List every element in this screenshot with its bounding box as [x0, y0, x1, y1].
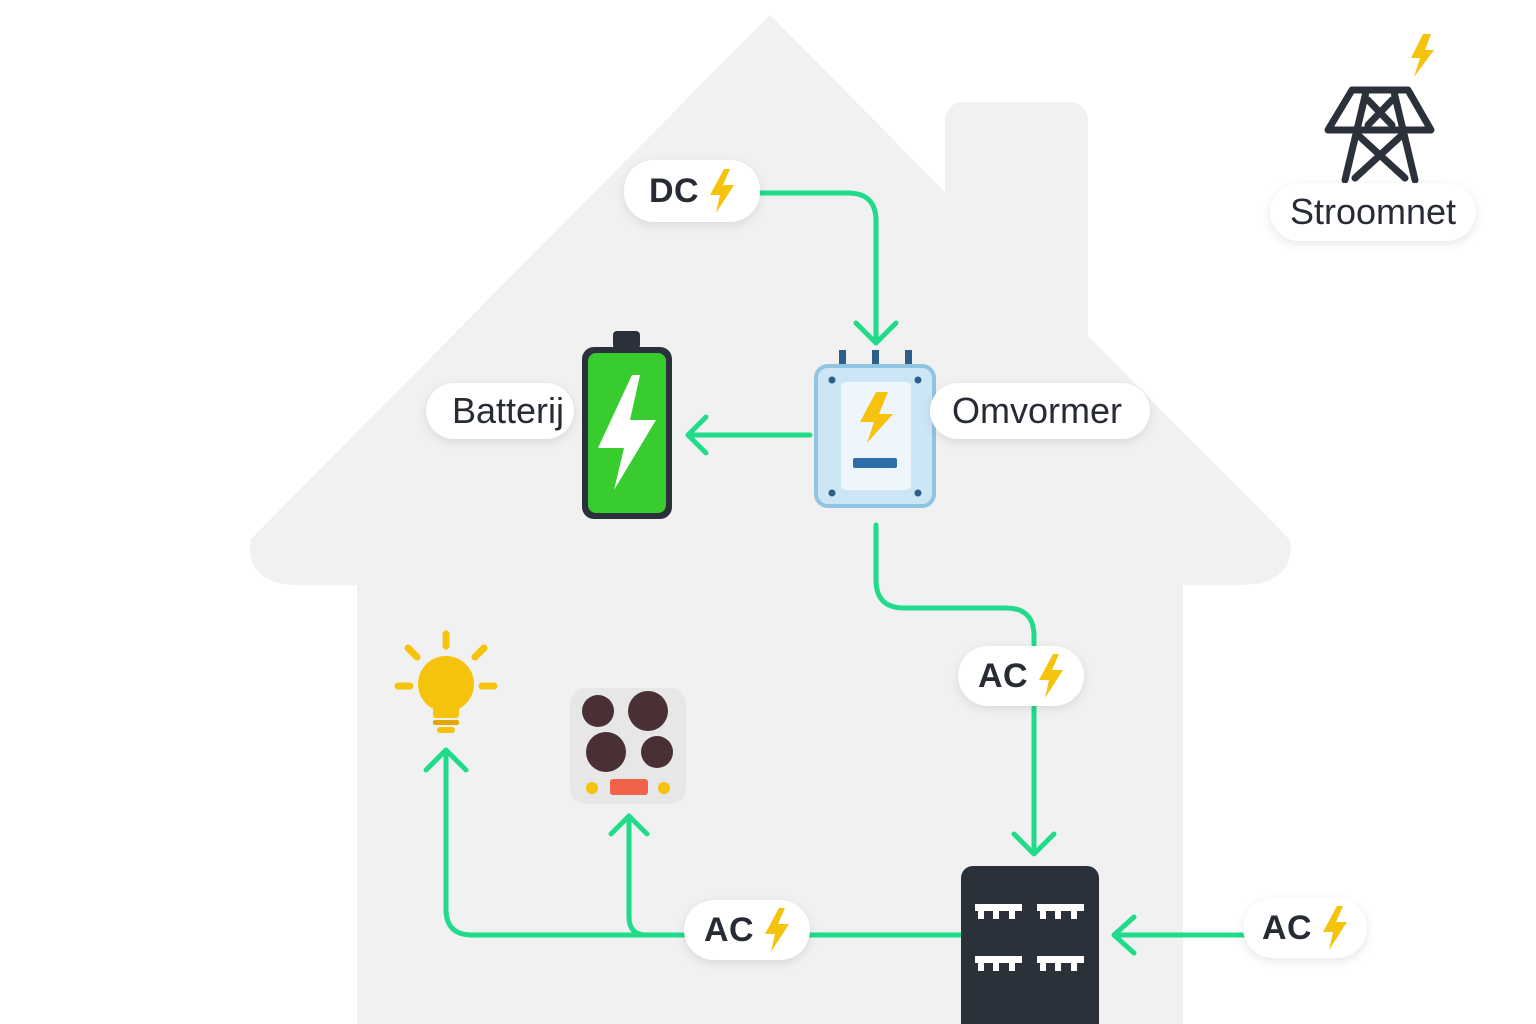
ac-label-inverter-text: AC	[977, 656, 1029, 695]
house-silhouette	[249, 15, 1291, 1024]
grid-arrowhead	[1111, 914, 1137, 956]
lightning-bolt-icon	[765, 908, 790, 952]
inverter-label: Omvormer	[930, 383, 1150, 439]
battery-icon	[582, 331, 672, 519]
battery-label: Batterij	[426, 383, 574, 439]
dc-flow-line	[757, 190, 879, 346]
ac-label-house: AC	[684, 900, 810, 960]
inverter-icon	[814, 350, 936, 508]
fuse-box-icon	[961, 866, 1099, 1024]
meter-arrowhead	[1011, 831, 1057, 857]
lightning-bolt-icon	[1039, 654, 1064, 698]
inverter-to-meter-line	[873, 522, 1037, 855]
ac-label-grid: AC	[1243, 898, 1367, 958]
stove-branch-line	[626, 813, 658, 938]
stove-arrowhead	[608, 813, 650, 837]
ac-label-house-text: AC	[703, 910, 755, 949]
dc-label-text: DC	[648, 171, 700, 210]
lightning-bolt-icon	[1323, 906, 1348, 950]
ac-label-inverter: AC	[958, 646, 1084, 706]
dc-label: DC	[624, 160, 760, 222]
battery-arrowhead	[685, 414, 709, 456]
grid-label-text: Stroomnet	[1289, 191, 1457, 232]
grid-label: Stroomnet	[1270, 183, 1476, 241]
cooktop-icon	[570, 688, 686, 804]
power-pylon-icon	[1324, 20, 1455, 184]
battery-label-text: Batterij	[452, 390, 565, 431]
ac-label-grid-text: AC	[1261, 908, 1313, 947]
meter-to-house-line	[443, 749, 963, 938]
flow-lines	[423, 190, 1248, 956]
lamp-arrowhead	[423, 747, 469, 773]
dc-arrowhead	[853, 320, 899, 346]
lightning-bolt-icon	[710, 169, 735, 213]
inverter-label-text: Omvormer	[952, 390, 1122, 431]
light-bulb-icon	[394, 630, 498, 733]
